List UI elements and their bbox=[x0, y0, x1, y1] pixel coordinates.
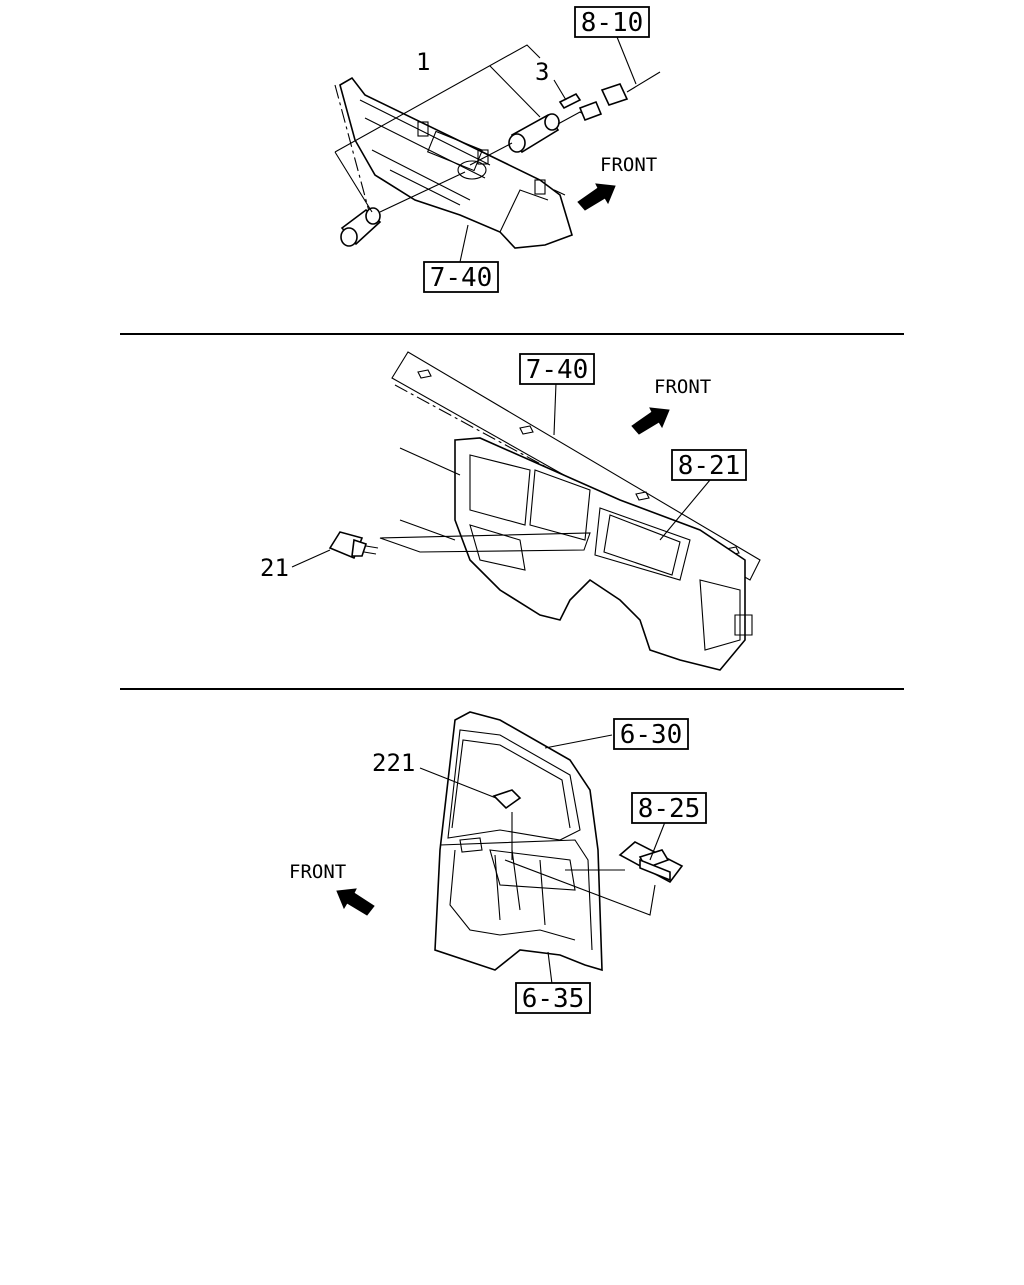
window-switch bbox=[618, 841, 684, 884]
view-cigar-lighter: 1 3 8-10 7-40 FRONT bbox=[334, 6, 661, 293]
ref-box-8-25[interactable] bbox=[631, 792, 707, 824]
ref-label-6-30[interactable]: 6-30 bbox=[620, 720, 683, 750]
ref-box-6-30[interactable] bbox=[613, 718, 689, 750]
leader-part-221 bbox=[419, 767, 497, 799]
leader-part-3 bbox=[553, 79, 567, 101]
leader-ref-7-40 bbox=[459, 224, 469, 263]
dashboard-clips bbox=[417, 369, 740, 556]
bulb bbox=[558, 92, 582, 110]
panel-tab-1 bbox=[417, 121, 429, 137]
ref-box-7-40-mid[interactable] bbox=[519, 353, 595, 385]
ref-box-8-10[interactable] bbox=[574, 6, 650, 38]
panel-tab-3 bbox=[534, 179, 546, 195]
front-label-1: FRONT bbox=[600, 154, 657, 176]
courtesy-lamp bbox=[492, 789, 522, 810]
plug-insertion-line bbox=[379, 171, 466, 213]
ref-box-6-35[interactable] bbox=[515, 982, 591, 1014]
view-instrument-panel: 21 7-40 8-21 FRONT bbox=[260, 351, 761, 671]
leader-ref-6-30 bbox=[544, 734, 613, 749]
ref-label-8-21[interactable]: 8-21 bbox=[678, 451, 741, 481]
ref-label-8-25[interactable]: 8-25 bbox=[638, 794, 701, 824]
front-label-3: FRONT bbox=[289, 861, 346, 883]
view-door-panel: 221 6-30 8-25 6-35 FRONT bbox=[289, 711, 707, 1014]
meter-cluster bbox=[594, 507, 691, 581]
ref-box-8-21[interactable] bbox=[671, 449, 747, 481]
front-arrow-2 bbox=[631, 407, 670, 435]
door-window-inner bbox=[451, 739, 571, 829]
door-trim bbox=[439, 839, 593, 951]
part-number-21: 21 bbox=[260, 554, 289, 582]
front-label-2: FRONT bbox=[654, 376, 711, 398]
ref-label-6-35[interactable]: 6-35 bbox=[522, 984, 585, 1014]
leader-ref-7-40-mid bbox=[553, 382, 557, 436]
door-window-opening bbox=[447, 729, 581, 841]
panel-detail-lines bbox=[359, 99, 549, 233]
leader-ref-6-35 bbox=[547, 951, 553, 985]
door-panel-lines bbox=[494, 849, 546, 926]
panel-right-end bbox=[699, 579, 753, 651]
ref-label-7-40-mid[interactable]: 7-40 bbox=[526, 355, 589, 385]
leader-ref-8-21 bbox=[659, 479, 711, 541]
leader-part-21 bbox=[291, 549, 331, 568]
connector bbox=[578, 100, 603, 122]
leader-ref-8-10 bbox=[616, 36, 637, 85]
switch-insertion-lines bbox=[379, 532, 591, 553]
switch-21 bbox=[328, 531, 379, 560]
harness-connector bbox=[600, 83, 629, 106]
part-number-221: 221 bbox=[372, 749, 415, 777]
leader-ref-8-25 bbox=[649, 821, 666, 861]
door-frame bbox=[434, 711, 603, 972]
part-number-3: 3 bbox=[535, 58, 549, 86]
ref-label-7-40-top[interactable]: 7-40 bbox=[430, 263, 493, 293]
leader-part-1 bbox=[334, 44, 541, 213]
lighter-socket bbox=[508, 111, 591, 154]
panel-rear-lines bbox=[399, 447, 461, 541]
part-number-1: 1 bbox=[416, 48, 430, 76]
ref-label-8-10[interactable]: 8-10 bbox=[581, 8, 644, 38]
panel-lighter-hole bbox=[457, 160, 487, 180]
lighter-plug bbox=[340, 207, 382, 247]
front-arrow-1 bbox=[577, 183, 616, 211]
socket-insertion-line bbox=[469, 142, 513, 166]
panel-tab-2 bbox=[477, 149, 489, 165]
ref-box-7-40-top[interactable] bbox=[423, 261, 499, 293]
switch-insertion-lines-2 bbox=[504, 859, 656, 916]
harness-wire bbox=[626, 71, 661, 93]
front-arrow-3 bbox=[336, 888, 375, 916]
